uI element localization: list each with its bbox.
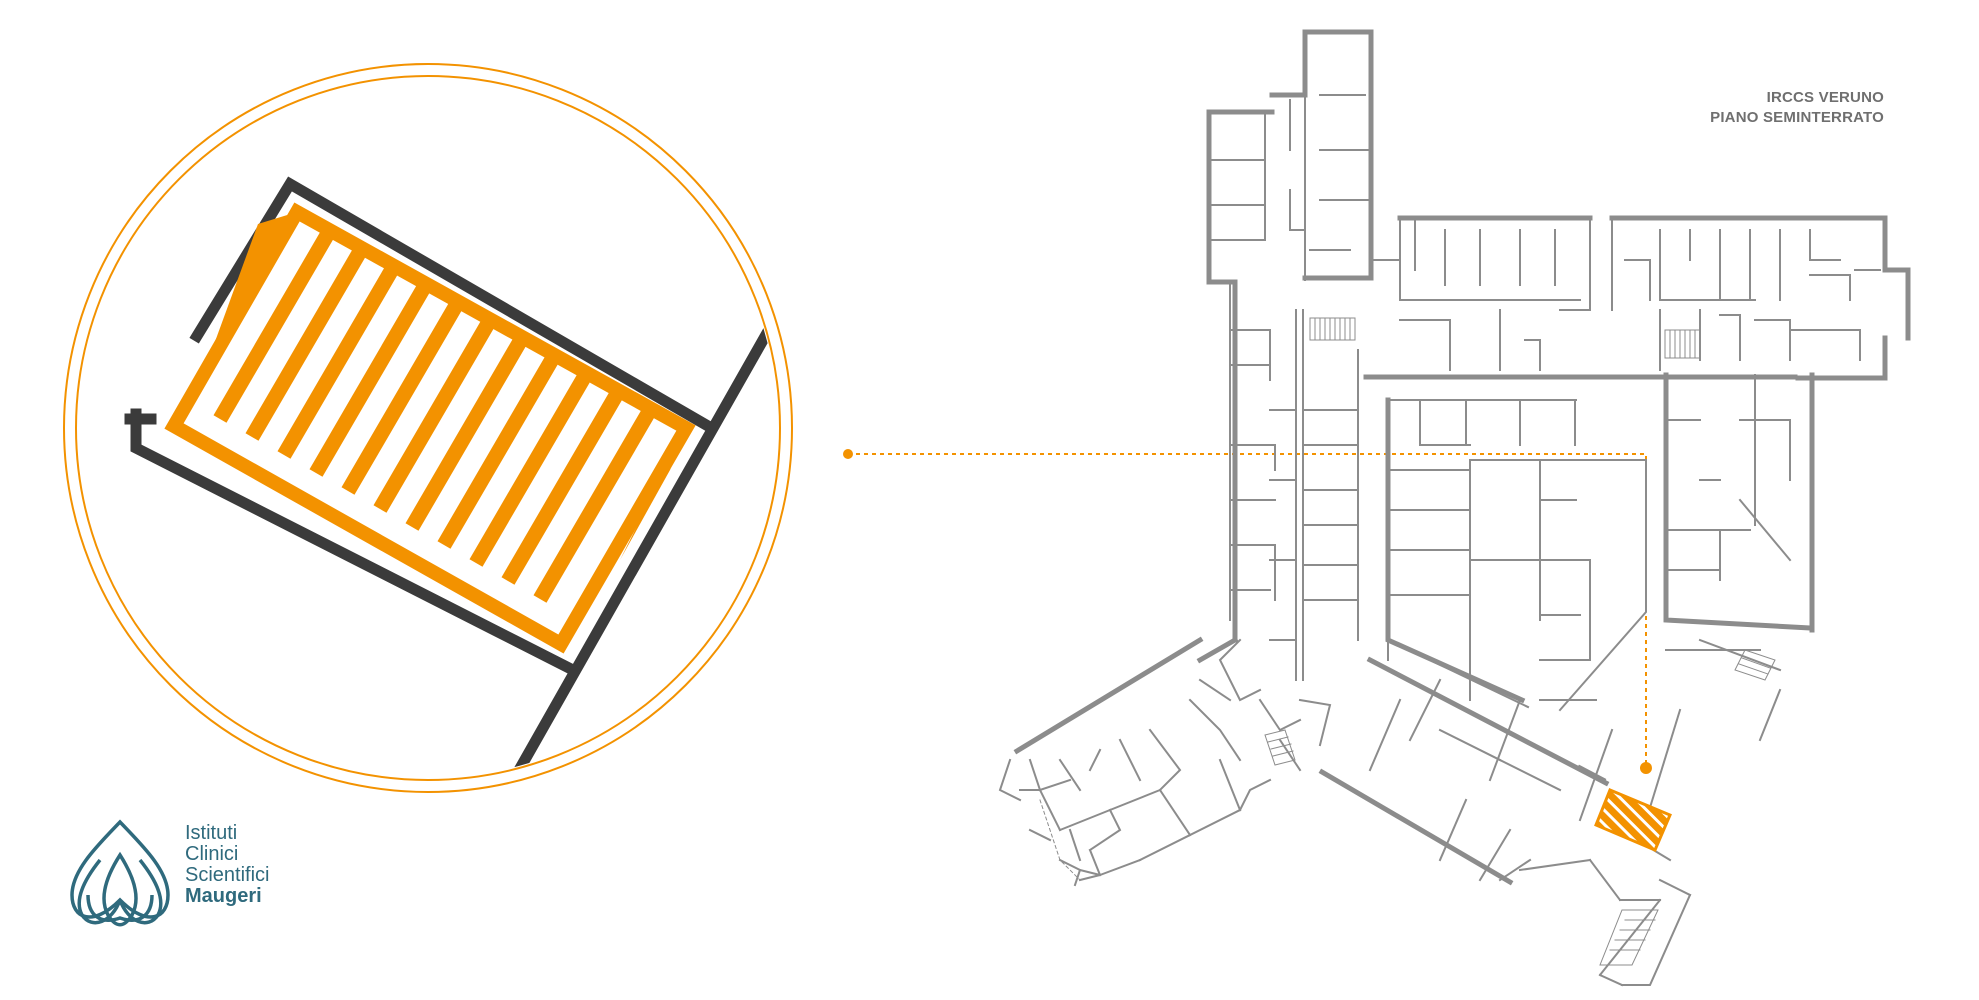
stairs-icon-lower-left (1264, 729, 1296, 766)
leader-end-dot (1640, 762, 1652, 774)
zoom-circle-outer (63, 63, 793, 793)
floor-plan (998, 29, 1911, 987)
zoom-circle-inner (75, 75, 781, 781)
maugeri-logo-icon (70, 819, 170, 927)
zoom-stairs (164, 202, 696, 654)
stairs-icon-right (1664, 329, 1701, 359)
stairs-icon-top (1309, 317, 1356, 341)
logo-line-2: Clinici (185, 843, 239, 865)
logo-wordmark: Istituti Clinici Scientifici Maugeri (185, 823, 269, 907)
stairs-icon-bottom (1599, 909, 1659, 966)
stairs-hatched-area-icon (1594, 788, 1672, 852)
floor-name: PIANO SEMINTERRATO (1710, 109, 1884, 126)
logo-line-1: Istituti (185, 822, 238, 844)
zoom-walls (124, 176, 775, 778)
logo-line-3: Scientifici (185, 864, 270, 886)
location-title: IRCCS VERUNO (1766, 89, 1884, 106)
stairs-icon-right-lower (1734, 649, 1776, 681)
map-caption: IRCCS VERUNO PIANO SEMINTERRATO (1710, 88, 1884, 128)
zoom-detail (63, 63, 793, 793)
logo-line-4: Maugeri (185, 885, 262, 907)
leader-line (843, 449, 1652, 774)
